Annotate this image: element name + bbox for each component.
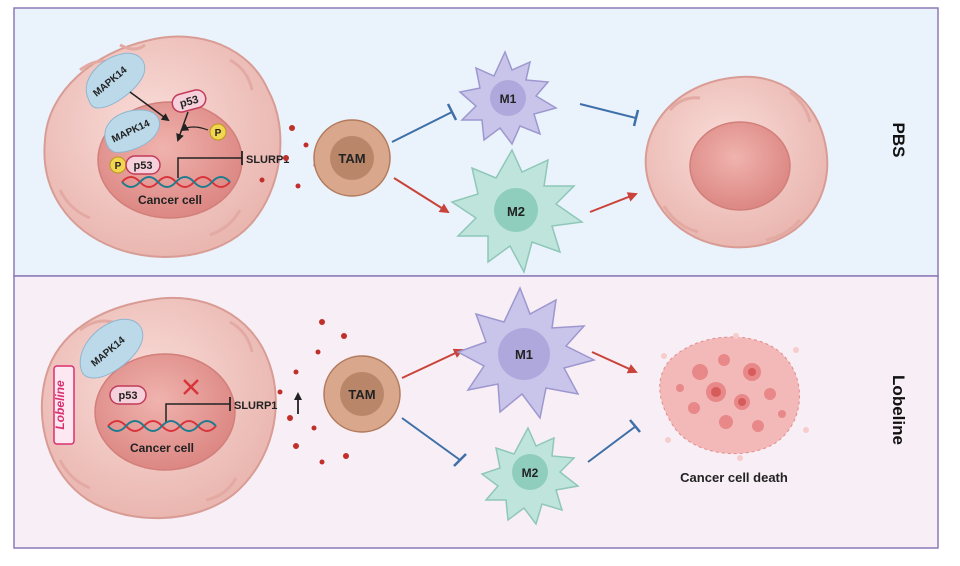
cancer-cell-death-fragments [659,333,809,461]
pbs-p53-free: p53 [171,89,207,113]
pbs-tam: TAM [313,119,391,197]
pbs-phosphate-arrow [180,123,209,132]
lobeline-slurp1-inhibit [165,403,230,422]
svg-text:p53: p53 [134,160,153,172]
lobeline-m2-macrophage: M2 [480,426,580,526]
svg-text:TAM: TAM [338,151,365,166]
lobeline-p53: p53 [109,385,147,405]
lobeline-mapk14: MAPK14 [79,318,144,379]
pbs-slurp1-label: SLURP1 [246,154,289,166]
svg-text:P: P [215,128,222,139]
svg-text:M2: M2 [507,204,525,219]
svg-text:Lobeline: Lobeline [53,380,67,430]
pbs-mapk14-arrow [129,91,170,122]
lobeline-cancer-cell-label: Cancer cell [130,441,194,455]
pbs-tam-m2-activate [393,177,450,214]
pbs-side-label: PBS [889,123,908,158]
pbs-tumor-cell [644,75,829,249]
pbs-p-p53-complex: P p53 [109,155,161,175]
pbs-m1-cancer-inhibit [579,103,637,119]
pbs-cancer-cell-label: Cancer cell [138,193,202,207]
lobeline-block-x [183,379,199,395]
svg-text:M1: M1 [515,347,533,362]
svg-text:M1: M1 [500,92,517,106]
lobeline-side-label: Lobeline [889,375,908,445]
pbs-dna [121,176,231,188]
pbs-mapk14-a: MAPK14 [85,52,146,109]
lobeline-secreted-dots [277,319,349,465]
lobeline-drug-tag: Lobeline [53,365,75,445]
pbs-slurp1-inhibit [177,157,242,178]
pbs-mapk14-b: MAPK14 [104,109,160,153]
lobeline-nucleus [94,353,236,471]
lobeline-tam: TAM [323,355,401,433]
lobeline-m1-death-activate [591,351,638,374]
cancer-cell-death-label: Cancer cell death [680,470,788,485]
lobeline-tam-m2-inhibit [401,417,461,461]
svg-text:TAM: TAM [348,387,375,402]
pbs-m2-cancer-activate [589,192,638,213]
lobeline-m1-macrophage: M1 [456,286,597,420]
svg-text:P: P [115,161,122,172]
svg-text:p53: p53 [179,94,200,111]
lobeline-slurp1-label: SLURP1 [234,400,277,412]
pbs-phosphate-free: P [209,123,227,141]
lobeline-m2-death-inhibit [587,425,637,463]
lobeline-tam-m1-activate [401,348,464,379]
pbs-tam-m1-inhibit [391,111,453,143]
pbs-m1-macrophage: M1 [458,50,558,146]
svg-text:p53: p53 [119,390,138,402]
lobeline-dna [107,420,217,432]
pbs-m2-macrophage: M2 [450,148,585,275]
svg-text:M2: M2 [522,466,539,480]
pbs-cancer-cell [43,35,282,258]
